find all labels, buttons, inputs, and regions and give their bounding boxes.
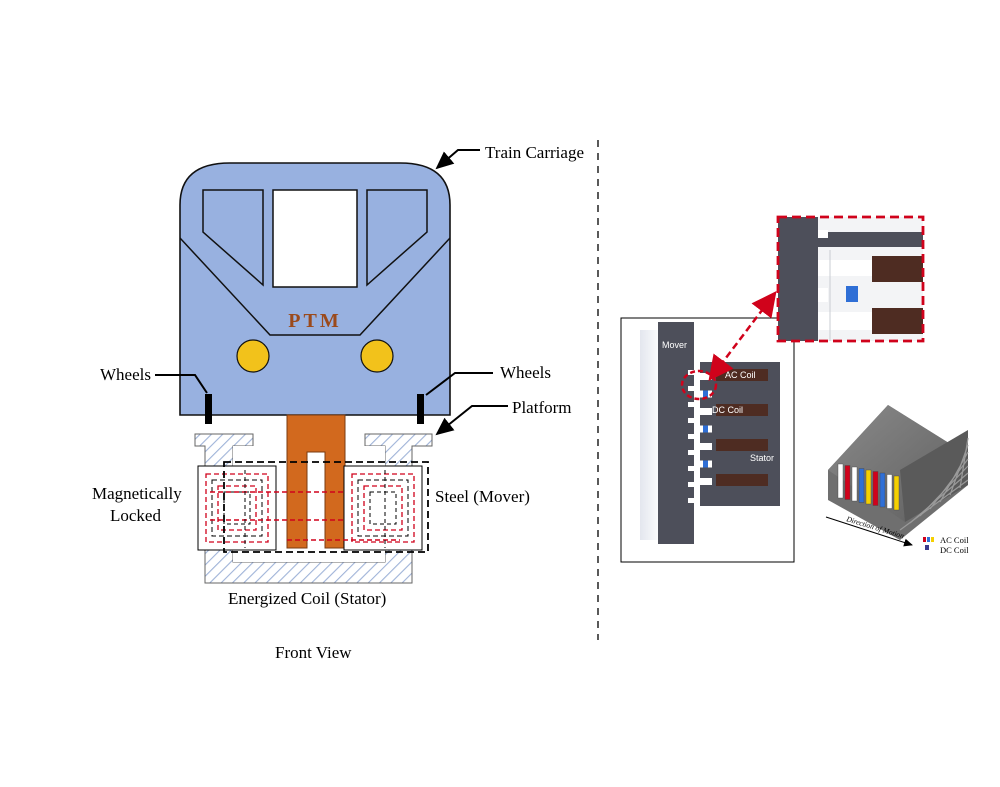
coil-stripe <box>837 463 844 499</box>
label-magnetically: Magnetically <box>92 484 182 503</box>
stator-rail <box>929 458 969 510</box>
platform-leader <box>435 405 508 436</box>
label-wheels-left: Wheels <box>100 365 151 384</box>
legend-ac-blue-swatch <box>927 537 930 542</box>
ac-coil-block <box>716 439 768 451</box>
label-train-carriage: Train Carriage <box>485 143 584 162</box>
left-wheel <box>205 394 212 424</box>
dc-coil-block <box>703 425 708 433</box>
right-side-window <box>366 189 428 287</box>
label-stator: Stator <box>750 453 774 463</box>
direction-arrow <box>825 516 913 547</box>
mover-tooth <box>688 498 696 503</box>
left-energized-coil <box>197 465 277 551</box>
dc-coil-block <box>703 460 708 468</box>
stator-slots <box>694 369 768 486</box>
left-wheel-leader <box>155 374 208 394</box>
right-wheel-leader <box>425 372 493 396</box>
coil-stripe <box>879 472 886 508</box>
coil-legend: AC Coil DC Coil <box>923 535 969 555</box>
zoom-arrow <box>708 291 777 381</box>
zoom-highlight-circle <box>680 369 718 401</box>
right-wheel <box>417 394 424 424</box>
zoom-inset <box>776 215 925 343</box>
label-energized-coil: Energized Coil (Stator) <box>228 589 386 608</box>
label-platform: Platform <box>512 398 572 417</box>
ac-coil-block <box>716 474 768 486</box>
left-headlight-icon <box>236 339 270 373</box>
coil-stripe <box>893 475 900 511</box>
coil-stripe <box>851 466 858 502</box>
legend-ac-label: AC Coil <box>940 535 969 545</box>
right-headlight-icon <box>360 339 394 373</box>
dc-coil-block <box>703 390 708 398</box>
label-wheels-right: Wheels <box>500 363 551 382</box>
coil-stripe <box>865 469 872 505</box>
coil-stripes <box>837 463 900 511</box>
legend-dc-swatch <box>925 545 929 550</box>
coil-stripe <box>886 474 893 509</box>
label-dc-coil: DC Coil <box>712 405 743 415</box>
legend-ac-yellow-swatch <box>931 537 934 542</box>
legend-ac-red-swatch <box>923 537 926 542</box>
mover-tooth <box>688 482 696 487</box>
front-view-panel: PTM <box>92 143 584 662</box>
right-energized-coil <box>343 465 423 551</box>
stator-slot <box>694 408 712 415</box>
label-locked: Locked <box>110 506 161 525</box>
stator-rail <box>959 437 969 489</box>
stator-rails <box>899 437 969 531</box>
ptm-logo: PTM <box>288 310 341 332</box>
label-ac-coil: AC Coil <box>725 370 756 380</box>
machine-3d-view: Direction of Motion <box>825 405 969 547</box>
mover-bar <box>658 322 694 544</box>
mover-tooth <box>688 418 696 423</box>
coil-stripe <box>872 471 879 506</box>
legend-dc-label: DC Coil <box>940 545 969 555</box>
label-steel-mover: Steel (Mover) <box>435 487 530 506</box>
magnetic-flux-path <box>210 461 429 553</box>
stator-slot <box>694 478 712 485</box>
ac-coil-block <box>716 404 768 416</box>
train-carriage: PTM <box>179 162 451 416</box>
coil-stripe <box>858 468 865 503</box>
stator-rail <box>939 451 969 503</box>
mover-tooth <box>688 386 696 391</box>
mover-tooth <box>688 402 696 407</box>
mover-tooth <box>688 450 696 455</box>
left-side-window <box>202 189 264 287</box>
stator-slot <box>694 373 712 380</box>
mover-tooth <box>688 434 696 439</box>
side-view-panel: Mover AC Coil DC Coil Stator <box>620 215 969 563</box>
steel-mover <box>286 414 346 549</box>
mover-tooth <box>688 466 696 471</box>
label-front-view: Front View <box>275 643 352 662</box>
front-window <box>272 189 358 288</box>
label-mover: Mover <box>662 340 687 350</box>
coil-stripe <box>844 465 851 500</box>
train-carriage-leader <box>435 149 480 170</box>
stator-slot <box>694 443 712 450</box>
